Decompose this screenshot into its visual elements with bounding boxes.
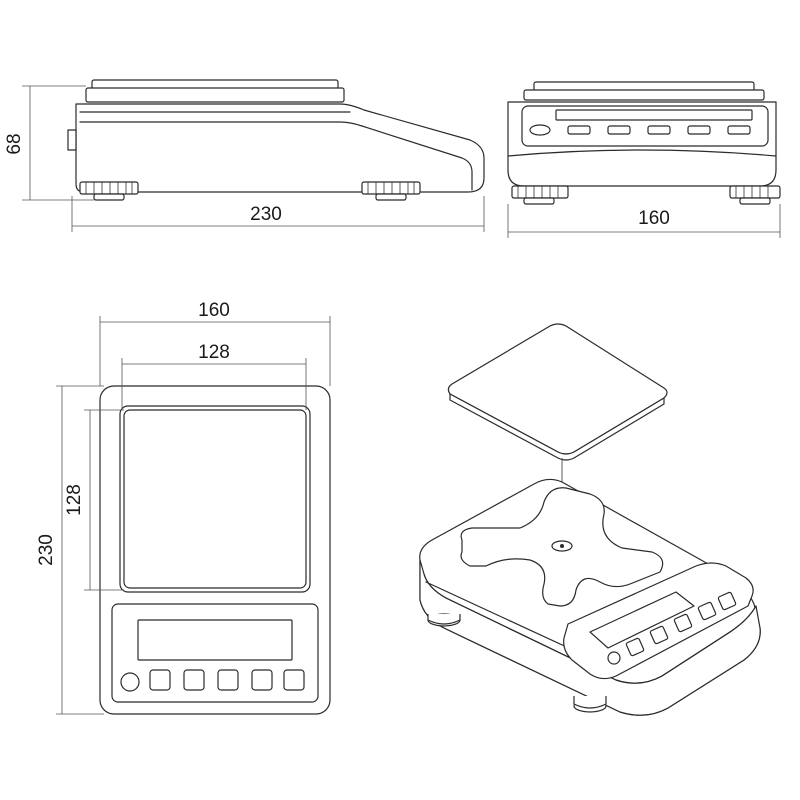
top-width-label: 160 xyxy=(198,300,230,321)
side-length-label: 230 xyxy=(250,204,282,225)
iso-foot-left xyxy=(427,613,461,627)
isometric-view xyxy=(419,323,761,716)
dimension-top-length: 230 xyxy=(36,385,104,715)
top-pan-width-label: 128 xyxy=(198,342,230,363)
front-foot-right xyxy=(729,185,781,205)
top-pan-depth-label: 128 xyxy=(64,484,85,516)
top-view: 160 128 128 230 xyxy=(36,300,331,715)
front-width-label: 160 xyxy=(638,208,670,229)
side-foot-right xyxy=(361,181,421,201)
iso-foot-front xyxy=(573,696,607,713)
dimension-front-width: 160 xyxy=(507,204,781,238)
side-height-label: 68 xyxy=(4,133,25,154)
dimension-top-pan-width: 128 xyxy=(121,342,307,410)
side-foot-left xyxy=(79,181,139,201)
front-foot-left xyxy=(511,185,569,205)
top-length-label: 230 xyxy=(36,534,57,566)
dimension-top-pan-depth: 128 xyxy=(64,409,124,591)
iso-pan xyxy=(447,323,668,461)
dimension-side-height: 68 xyxy=(4,85,94,201)
front-view: 160 xyxy=(507,81,781,238)
side-view: 68 230 xyxy=(4,79,485,232)
dimension-top-width: 160 xyxy=(99,300,331,386)
dimension-side-length: 230 xyxy=(71,196,485,232)
